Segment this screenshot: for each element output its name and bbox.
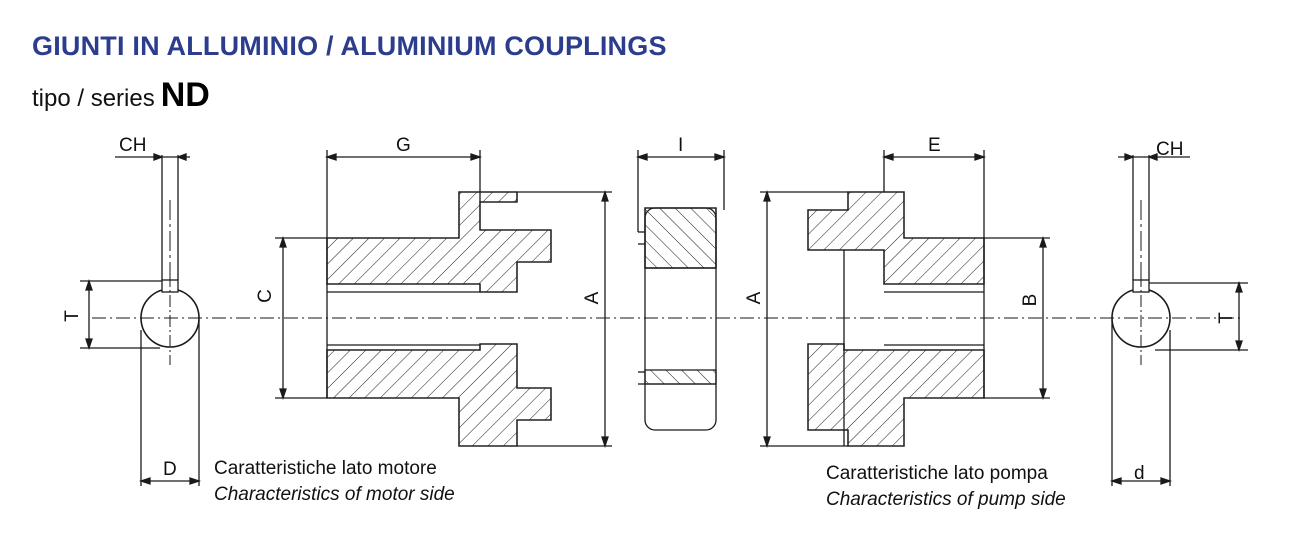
pump-caption-en: Characteristics of pump side bbox=[826, 489, 1066, 510]
elastic-spider-insert bbox=[635, 150, 727, 431]
motor-side-caption: Caratteristiche lato motore Characterist… bbox=[214, 456, 455, 508]
dim-label-ch-right: CH bbox=[1156, 139, 1183, 160]
pump-caption-it: Caratteristiche lato pompa bbox=[826, 463, 1048, 484]
motor-caption-en: Characteristics of motor side bbox=[214, 484, 455, 505]
dim-label-ch-left: CH bbox=[119, 135, 146, 156]
dim-label-d-upper: D bbox=[163, 459, 177, 480]
motor-shaft-end-view bbox=[80, 153, 202, 486]
series-prefix: tipo / series bbox=[32, 85, 155, 112]
dim-label-i: I bbox=[678, 135, 683, 156]
pump-side-hub bbox=[760, 150, 1050, 449]
dim-label-d-lower: d bbox=[1134, 463, 1145, 484]
dim-label-a-left: A bbox=[582, 291, 603, 304]
dim-label-g: G bbox=[396, 135, 411, 156]
dim-label-c: C bbox=[255, 289, 276, 303]
pump-shaft-end-view bbox=[1109, 153, 1248, 486]
page-title: GIUNTI IN ALLUMINIO / ALUMINIUM COUPLING… bbox=[32, 31, 667, 61]
dim-label-t-left: T bbox=[62, 310, 83, 322]
dim-label-a-right: A bbox=[744, 291, 765, 304]
series-name: ND bbox=[160, 76, 210, 114]
dim-label-t-right: T bbox=[1216, 312, 1237, 324]
dim-label-e: E bbox=[928, 135, 941, 156]
dim-label-b: B bbox=[1020, 294, 1041, 307]
pump-side-caption: Caratteristiche lato pompa Characteristi… bbox=[826, 461, 1066, 513]
motor-caption-it: Caratteristiche lato motore bbox=[214, 458, 437, 479]
motor-side-hub bbox=[275, 150, 612, 449]
